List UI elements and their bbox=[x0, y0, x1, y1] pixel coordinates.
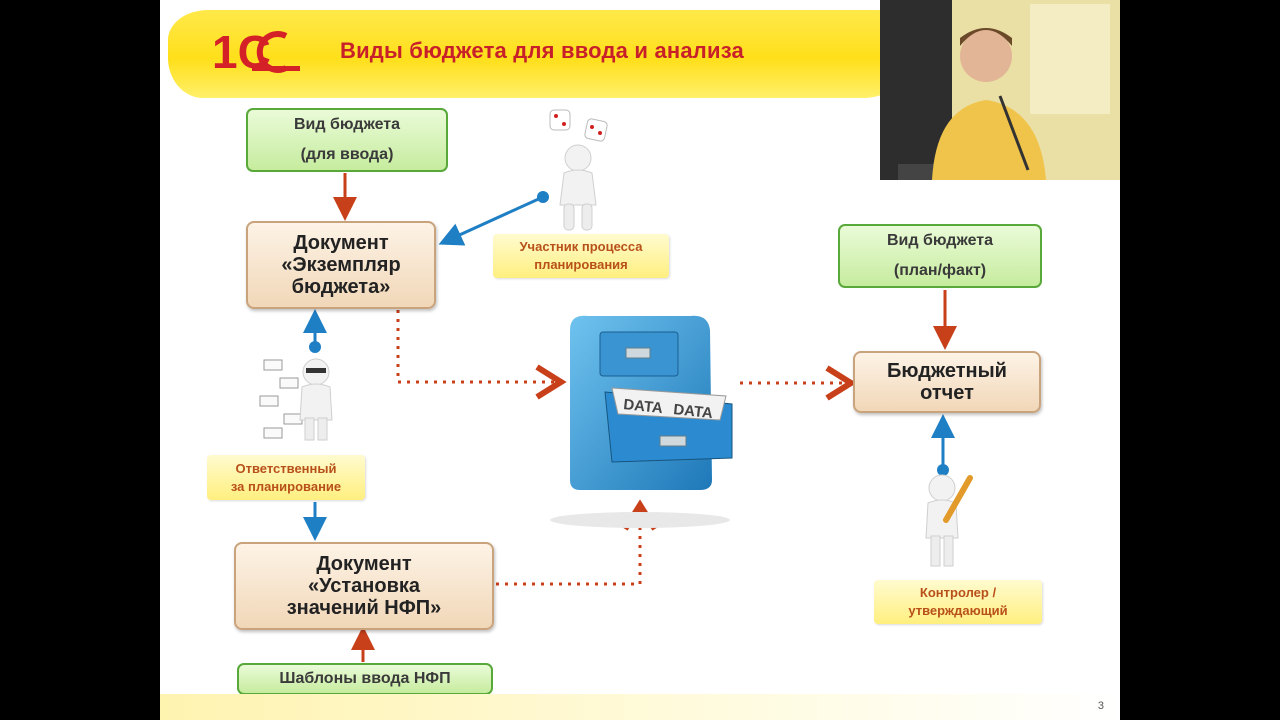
connector-responsible-dot bbox=[309, 341, 321, 353]
doc-budget-instance-box: Документ «Экземпляр бюджета» bbox=[246, 221, 436, 309]
connector-controller-dot bbox=[937, 464, 949, 476]
planner-figure-icon bbox=[260, 359, 332, 440]
doc-nfp-values-box: Документ «Установка значений НФП» bbox=[234, 542, 494, 630]
budget-type-input-box: Вид бюджета (для ввода) bbox=[246, 108, 448, 172]
flow-instance-to-db bbox=[398, 310, 558, 382]
footer-band bbox=[160, 694, 1120, 720]
planning-participant-role: Участник процесса планирования bbox=[493, 234, 669, 278]
presenter-video bbox=[880, 0, 1120, 180]
controller-approver-role: Контролер / утверждающий bbox=[874, 580, 1042, 624]
participant-figure-icon bbox=[550, 110, 608, 230]
page-number: 3 bbox=[1098, 700, 1104, 712]
presenter-image bbox=[880, 0, 1120, 180]
planning-responsible-role: Ответственный за планирование bbox=[207, 455, 365, 500]
budget-type-plan-fact-box: Вид бюджета (план/факт) bbox=[838, 224, 1042, 288]
controller-figure-icon bbox=[926, 475, 970, 566]
budget-report-box: Бюджетный отчет bbox=[853, 351, 1041, 413]
database-cabinet-icon: DATA DATA bbox=[550, 316, 732, 528]
nfp-templates-box: Шаблоны ввода НФП bbox=[237, 663, 493, 695]
connector-participant-dot bbox=[537, 191, 549, 203]
